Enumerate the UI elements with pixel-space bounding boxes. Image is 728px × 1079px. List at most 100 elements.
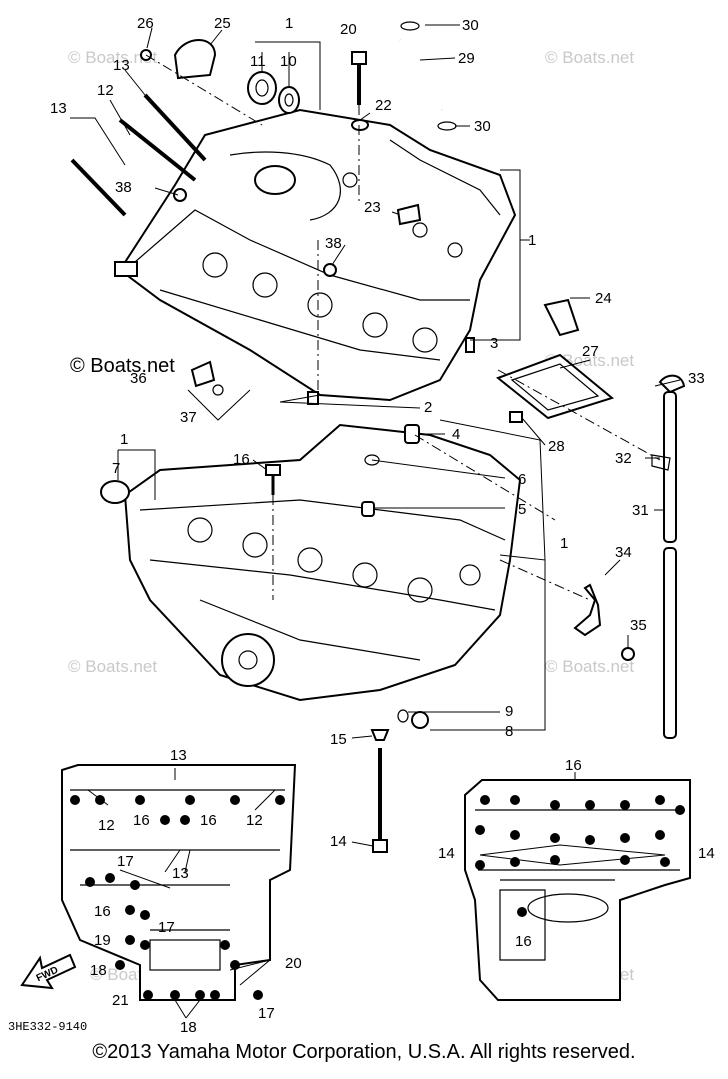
- callout-38-b: 38: [325, 235, 342, 252]
- callout-14-main: 14: [330, 833, 347, 850]
- callout-32: 32: [615, 450, 632, 467]
- callout-34: 34: [615, 544, 632, 561]
- callout-3: 3: [490, 335, 498, 352]
- ring-37: [212, 384, 224, 396]
- inset-left-16-c: 16: [94, 903, 111, 920]
- fitting-23: [396, 203, 422, 226]
- callout-25: 25: [214, 15, 231, 32]
- hose-31: [663, 391, 677, 543]
- inset-left-20: 20: [285, 955, 302, 972]
- inset-left-12-b: 12: [246, 812, 263, 829]
- callout-11: 11: [250, 53, 266, 70]
- washer-15: [370, 729, 390, 741]
- watermark-top-right: © Boats.net: [545, 48, 634, 67]
- inset-left-12-a: 12: [98, 817, 115, 834]
- callout-38-a: 38: [115, 179, 132, 196]
- inset-left-18-b: 18: [180, 1019, 197, 1036]
- inset-right-16-bottom: 16: [515, 933, 532, 950]
- seal-10: [278, 86, 300, 114]
- dowel-2: [307, 391, 319, 405]
- bracket-25: [173, 39, 217, 80]
- inset-right-14-left: 14: [438, 845, 455, 862]
- washer-9: [397, 709, 409, 723]
- callout-12: 12: [97, 82, 114, 99]
- bearing-11: [247, 71, 277, 105]
- callout-5: 5: [518, 501, 526, 518]
- bracket-34: [573, 583, 602, 637]
- callout-4: 4: [452, 426, 460, 443]
- inset-left-bolts: [70, 795, 285, 1000]
- washer-22: [351, 119, 369, 131]
- callout-8: 8: [505, 723, 513, 740]
- hose-31-lower: [663, 547, 677, 739]
- inset-left-18-a: 18: [90, 962, 107, 979]
- callout-28: 28: [548, 438, 565, 455]
- callout-13-b: 13: [50, 100, 67, 117]
- diagram-code: 3HE332-9140: [8, 1020, 87, 1034]
- clamp-33: [658, 374, 686, 394]
- fwd-arrow: FWD: [20, 953, 77, 990]
- inset-right-bolts: [475, 795, 685, 917]
- callout-13-a: 13: [113, 57, 130, 74]
- callout-29: 29: [458, 50, 475, 67]
- bolt-35: [621, 647, 635, 661]
- inset-left-17-a: 17: [117, 853, 134, 870]
- leader-lines: [70, 24, 681, 847]
- inset-bolt-pattern-right: 16 14 14 16: [438, 757, 715, 1001]
- inset-right-oval: [527, 893, 609, 923]
- callout-27: 27: [582, 343, 599, 360]
- upper-case-tab: [114, 261, 138, 277]
- ring-6: [364, 454, 380, 466]
- lower-crankcase: [100, 423, 522, 702]
- callout-24: 24: [595, 290, 612, 307]
- bolt-20-head: [351, 51, 367, 65]
- callout-1-mid: 1: [560, 535, 568, 552]
- callout-26: 26: [137, 15, 154, 32]
- clip-30-a: [400, 21, 420, 31]
- callout-10: 10: [280, 53, 297, 70]
- part-36: [190, 360, 216, 388]
- callout-30-b: 30: [474, 118, 491, 135]
- callout-16-a: 16: [233, 451, 250, 468]
- inset-right-14-right: 14: [698, 845, 715, 862]
- callout-22: 22: [375, 97, 392, 114]
- inset-left-17-c: 17: [258, 1005, 275, 1022]
- callout-6: 6: [518, 471, 526, 488]
- watermark-strong: © Boats.net: [70, 355, 175, 377]
- callout-1-top: 1: [285, 15, 293, 32]
- inset-left-16-b: 16: [200, 812, 217, 829]
- watermark-low-right: © Boats.net: [545, 657, 634, 676]
- clip-30-b: [437, 121, 457, 131]
- copyright-notice: ©2013 Yamaha Motor Corporation, U.S.A. A…: [92, 1041, 636, 1063]
- callout-2: 2: [424, 399, 432, 416]
- callout-36: 36: [130, 370, 147, 387]
- upper-crankcase: [114, 108, 517, 402]
- callout-1-right: 1: [528, 232, 536, 249]
- callout-23: 23: [364, 199, 381, 216]
- seal-part-7: [100, 480, 130, 504]
- callout-1-left: 1: [120, 431, 128, 448]
- plug-8: [411, 711, 429, 729]
- small-parts-top: [70, 21, 686, 853]
- stud-13-b: [143, 93, 207, 162]
- clip-32: [651, 454, 671, 471]
- callout-9: 9: [505, 703, 513, 720]
- callout-31: 31: [632, 502, 649, 519]
- bearing-saddles-lower: [187, 517, 481, 603]
- bracket-24: [543, 298, 580, 337]
- plug-28: [509, 411, 523, 423]
- inset-left-13-mid: 13: [172, 865, 189, 882]
- bolt-38-a: [173, 188, 187, 202]
- inset-left-block: [149, 939, 221, 971]
- callout-35: 35: [630, 617, 647, 634]
- dowel-3: [465, 337, 475, 353]
- dowel-4: [404, 424, 420, 444]
- inset-left-17-b: 17: [158, 919, 175, 936]
- inset-right-16-top: 16: [565, 757, 582, 774]
- inset-left-19: 19: [94, 932, 111, 949]
- cover-27: [495, 353, 615, 420]
- bolt-38-b: [323, 263, 337, 277]
- bearing-saddles-upper: [202, 172, 463, 353]
- inset-left-13-top: 13: [170, 747, 187, 764]
